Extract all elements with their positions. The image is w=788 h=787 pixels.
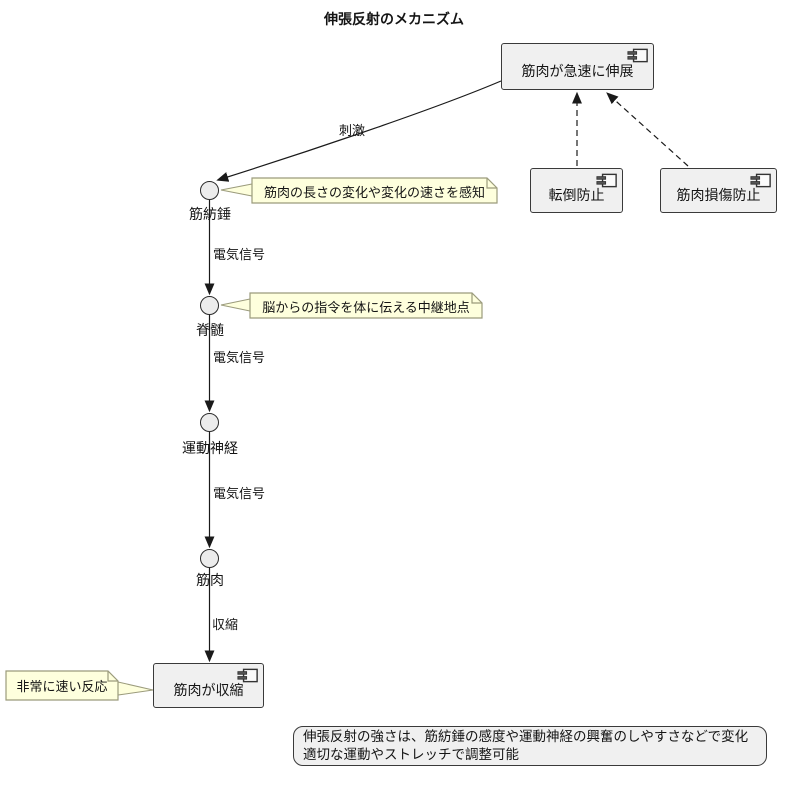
fast-note-body — [5, 670, 119, 701]
footer-note-line2: 適切な運動やストレッチで調整可能 — [303, 747, 519, 763]
node-damage-prevention: 筋肉損傷防止 — [660, 168, 777, 213]
damage-prevention-dashed-arrow — [606, 92, 689, 167]
component-icon — [237, 668, 258, 683]
spindle-note-body — [251, 177, 498, 204]
node-muscle-circle — [200, 549, 219, 568]
component-icon — [596, 173, 617, 188]
node-fall-prevention: 転倒防止 — [530, 168, 623, 213]
node-motor-nerve-label: 運動神経 — [182, 441, 238, 457]
node-contract-label: 筋肉が収縮 — [173, 683, 244, 699]
node-stretch-label: 筋肉が急速に伸展 — [521, 64, 634, 80]
fast-note-fold — [107, 671, 118, 682]
stimulus-arrow — [216, 80, 502, 182]
component-icon — [627, 48, 648, 63]
footer-note-line1: 伸張反射の強さは、筋紡錘の感度や運動神経の興奮のしやすさなどで変化 — [303, 729, 749, 745]
node-spindle-circle — [200, 181, 219, 200]
edge-label-signal-3: 電気信号 — [213, 487, 266, 502]
edge-label-signal-2: 電気信号 — [213, 351, 266, 366]
node-motor-nerve-circle — [200, 413, 219, 432]
edge-label-signal-1: 電気信号 — [213, 248, 266, 263]
spinal-note-text: 脳からの指令を体に伝える中継地点 — [262, 300, 470, 316]
node-contract: 筋肉が収縮 — [153, 663, 264, 708]
edge-label-stimulus: 刺激 — [339, 124, 366, 139]
fast-note-pointer — [117, 681, 154, 696]
node-stretch: 筋肉が急速に伸展 — [501, 43, 654, 90]
spinal-note-fold — [471, 293, 482, 304]
node-fall-prevention-label: 転倒防止 — [548, 188, 605, 204]
node-spinal-cord-label: 脊髄 — [196, 323, 224, 339]
node-spindle-label: 筋紡錘 — [189, 207, 231, 223]
spinal-note-pointer — [220, 298, 251, 312]
node-damage-prevention-label: 筋肉損傷防止 — [676, 188, 761, 204]
node-muscle-label: 筋肉 — [196, 573, 224, 589]
spindle-note-pointer — [220, 183, 253, 197]
spindle-note-fold — [486, 178, 497, 189]
fast-note-text: 非常に速い反応 — [16, 680, 108, 695]
edge-label-contraction: 収縮 — [212, 618, 239, 633]
component-icon — [750, 173, 771, 188]
footer-note: 伸張反射の強さは、筋紡錘の感度や運動神経の興奮のしやすさなどで変化 適切な運動や… — [293, 726, 767, 766]
spindle-note-text: 筋肉の長さの変化や変化の速さを感知 — [263, 185, 485, 201]
node-spinal-cord-circle — [200, 296, 219, 315]
spinal-note-body — [249, 292, 483, 319]
diagram-title: 伸張反射のメカニズム — [324, 12, 464, 28]
